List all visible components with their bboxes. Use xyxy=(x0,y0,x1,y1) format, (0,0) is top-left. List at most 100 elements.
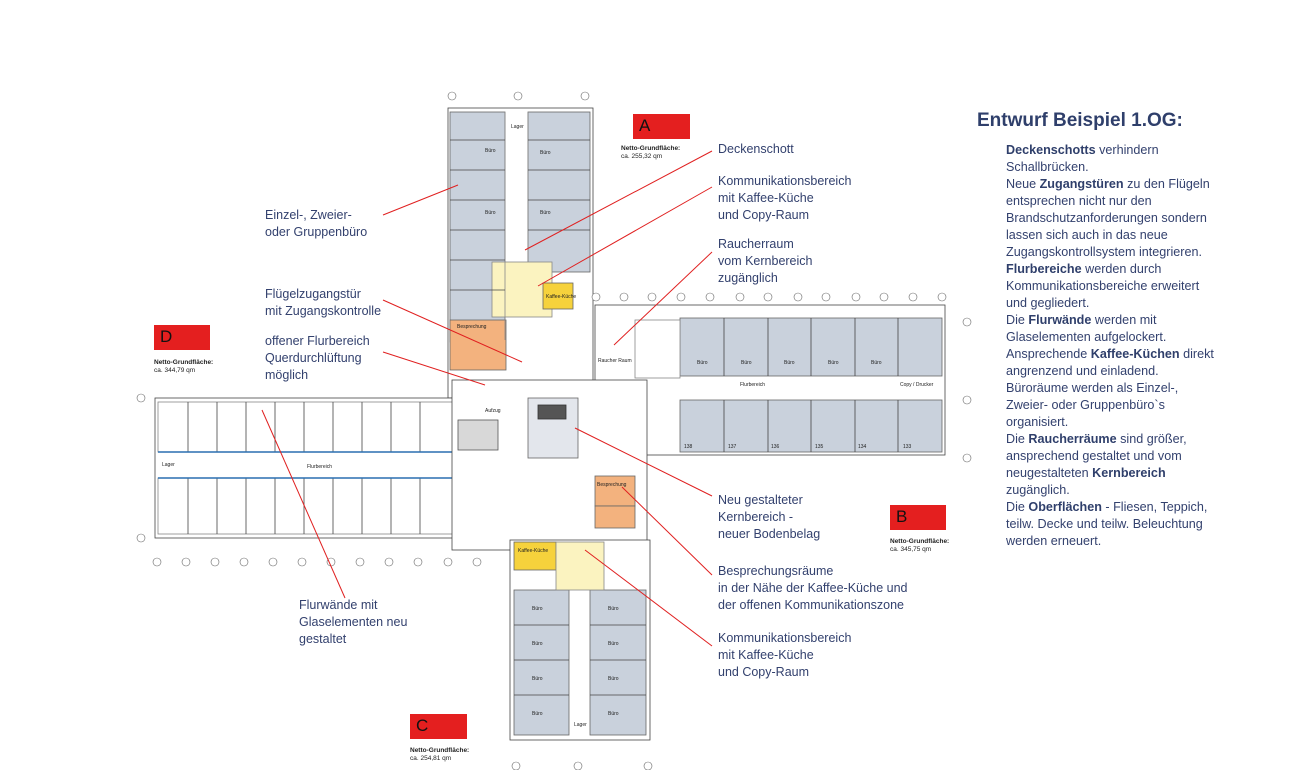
wing-d-badge: D xyxy=(154,325,210,350)
wing-a-badge: A xyxy=(633,114,690,139)
description-emphasis: Flurbereiche xyxy=(1006,262,1082,276)
description-text: Neue xyxy=(1006,177,1040,191)
annotation-line: offener Flurbereich xyxy=(265,334,370,348)
plan-label-kaffee-c: Kaffee-Küche xyxy=(518,548,548,554)
plan-label-buero-c3: Büro xyxy=(532,641,543,647)
annotation-line: Kommunikationsbereich xyxy=(718,174,852,188)
description-text: werden durch Kommunikationsbereiche erwe… xyxy=(1006,262,1200,310)
description-text: Ansprechende xyxy=(1006,347,1091,361)
wing-c-area-value: ca. 254,81 qm xyxy=(410,755,452,762)
plan-label-buero-a2: Büro xyxy=(485,210,496,216)
wing-a-area-value: ca. 255,32 qm xyxy=(621,153,663,160)
leader-lines xyxy=(261,150,713,647)
plan-label-lager-a: Lager xyxy=(511,124,524,130)
description-emphasis: Deckenschotts xyxy=(1006,143,1096,157)
plan-label-buero-c5: Büro xyxy=(532,676,543,682)
plan-label-room-138: 138 xyxy=(684,444,693,450)
annotation-einzelbuero: Einzel-, Zweier- oder Gruppenbüro xyxy=(265,207,367,241)
wing-d-area-value: ca. 344,79 qm xyxy=(154,367,196,374)
annotation-line: Querdurchlüftung xyxy=(265,351,362,365)
annotation-line: und Copy-Raum xyxy=(718,665,810,679)
plan-label-buero-b4: Büro xyxy=(828,360,839,366)
annotation-line: Flurwände mit xyxy=(299,598,378,612)
annotation-line: Deckenschott xyxy=(718,142,794,156)
plan-label-buero-c1: Büro xyxy=(532,606,543,612)
plan-label-flur-b: Flurbereich xyxy=(740,382,765,388)
annotation-kernbereich: Neu gestalteter Kernbereich - neuer Bode… xyxy=(718,492,820,543)
plan-label-buero-c6: Büro xyxy=(608,676,619,682)
plan-label-kaffee-a: Kaffee-Küche xyxy=(546,294,576,300)
description-paragraph: Neue Zugangstüren zu den Flügeln entspre… xyxy=(1006,176,1217,261)
description-paragraph: Die Raucherräume sind größer, ansprechen… xyxy=(1006,431,1217,499)
annotation-line: Raucherraum xyxy=(718,237,794,251)
wing-c-communication-zone xyxy=(555,541,605,591)
wing-d-area-label: Netto-Grundfläche: xyxy=(154,359,214,366)
annotation-line: vom Kernbereich xyxy=(718,254,813,268)
description-text: verhindern Schallbrücken. xyxy=(1006,143,1159,174)
description-emphasis: Oberflächen xyxy=(1028,500,1102,514)
wing-c-kitchen xyxy=(513,541,557,571)
plan-label-room-136: 136 xyxy=(771,444,780,450)
description-paragraph: Büroräume werden als Einzel-, Zweier- od… xyxy=(1006,380,1217,431)
plan-label-room-133: 133 xyxy=(903,444,912,450)
plan-label-room-135: 135 xyxy=(815,444,824,450)
annotation-line: Einzel-, Zweier- xyxy=(265,208,352,222)
wing-a-area-label: Netto-Grundfläche: xyxy=(621,145,681,152)
description-text: - Fliesen, Teppich, teilw. Decke und tei… xyxy=(1006,500,1208,548)
plan-label-buero-a3: Büro xyxy=(540,150,551,156)
description-emphasis: Kaffee-Küchen xyxy=(1090,347,1180,361)
wing-d-area-note: Netto-Grundfläche: ca. 344,79 qm xyxy=(154,359,213,375)
wing-c-offices-east xyxy=(589,589,647,736)
wing-b-badge: B xyxy=(890,505,946,530)
description-paragraph: Ansprechende Kaffee-Küchen direkt angren… xyxy=(1006,346,1217,380)
description-paragraph: Flurbereiche werden durch Kommunikations… xyxy=(1006,261,1217,312)
annotation-line: mit Kaffee-Küche xyxy=(718,191,814,205)
wing-c-offices-west xyxy=(513,589,570,736)
annotation-line: Flügelzugangstür xyxy=(265,287,361,301)
annotation-line: möglich xyxy=(265,368,309,382)
annotation-line: in der Nähe der Kaffee-Küche und xyxy=(718,581,908,595)
description-paragraph: Die Oberflächen - Fliesen, Teppich, teil… xyxy=(1006,499,1217,550)
annotation-line: und Copy-Raum xyxy=(718,208,810,222)
plan-label-buero-c4: Büro xyxy=(608,641,619,647)
annotation-line: Neu gestalteter xyxy=(718,493,803,507)
annotation-line: zugänglich xyxy=(718,271,778,285)
wing-a-area-note: Netto-Grundfläche: ca. 255,32 qm xyxy=(621,145,680,161)
annotation-deckenschott: Deckenschott xyxy=(718,141,794,158)
annotation-line: Glaselementen neu xyxy=(299,615,408,629)
wing-c-area-label: Netto-Grundfläche: xyxy=(410,747,470,754)
wing-c-badge: C xyxy=(410,714,467,739)
plan-label-buero-c2: Büro xyxy=(608,606,619,612)
annotation-kommunikation-bottom: Kommunikationsbereich mit Kaffee-Küche u… xyxy=(718,630,851,681)
wing-d-offices-north xyxy=(157,401,459,453)
description-emphasis: Zugangstüren xyxy=(1039,177,1124,191)
description-text: Die xyxy=(1006,500,1029,514)
annotation-line: Kernbereich - xyxy=(718,510,794,524)
description-text: werden mit Glaselementen aufgelockert. xyxy=(1006,313,1167,344)
description-title: Entwurf Beispiel 1.OG: xyxy=(977,110,1183,131)
annotation-line: neuer Bodenbelag xyxy=(718,527,821,541)
plan-label-flur-d: Flurbereich xyxy=(307,464,332,470)
wing-a-kitchen xyxy=(542,282,574,310)
wing-c-area-note: Netto-Grundfläche: ca. 254,81 qm xyxy=(410,747,469,763)
description-text: zugänglich. xyxy=(1006,483,1070,497)
annotation-line: Kommunikationsbereich xyxy=(718,631,852,645)
description-text: Büroräume werden als Einzel-, Zweier- od… xyxy=(1006,381,1179,429)
description-emphasis: Kernbereich xyxy=(1092,466,1166,480)
core-meeting-room xyxy=(594,475,636,507)
wing-a-meeting-room xyxy=(449,319,507,371)
plan-label-besprechung-a: Besprechung xyxy=(457,324,487,330)
wing-d-offices-south xyxy=(157,477,459,535)
plan-label-buero-b1: Büro xyxy=(697,360,708,366)
description-emphasis: Raucherräume xyxy=(1028,432,1117,446)
description-text: sind größer, ansprechend gestaltet und v… xyxy=(1006,432,1187,480)
wing-b-area-note: Netto-Grundfläche: ca. 345,75 qm xyxy=(890,538,949,554)
plan-label-lager-d: Lager xyxy=(162,462,175,468)
annotation-line: Besprechungsräume xyxy=(718,564,834,578)
description-text: zu den Flügeln entsprechen nicht nur den… xyxy=(1006,177,1210,259)
plan-label-buero-a4: Büro xyxy=(540,210,551,216)
wing-b-area-value: ca. 345,75 qm xyxy=(890,546,932,553)
wing-a-offices-east xyxy=(527,111,591,273)
annotation-offener-flur: offener Flurbereich Querdurchlüftung mög… xyxy=(265,333,370,384)
